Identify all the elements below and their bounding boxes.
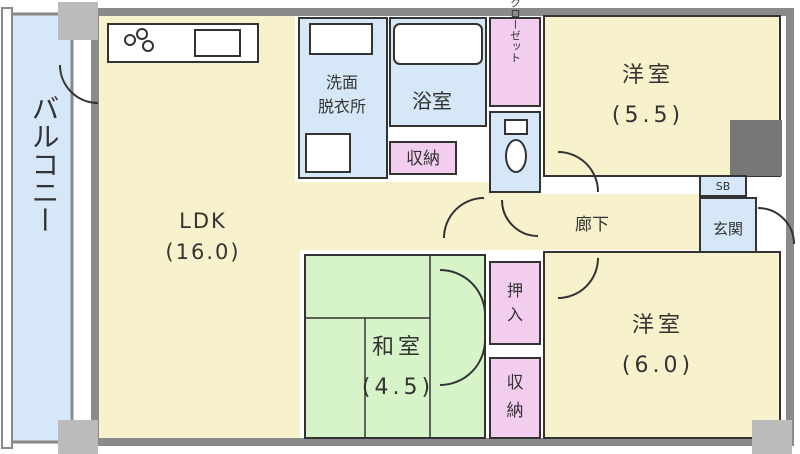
stove-burner-icon: [142, 40, 154, 52]
door-swing-icon: [443, 197, 485, 239]
wash-basin-icon: [309, 23, 373, 55]
oshiire-box: [489, 261, 541, 345]
shoe-box-label: SB: [716, 180, 731, 193]
japanese-floor: [304, 254, 486, 439]
western2-size: (6.0): [622, 353, 694, 378]
oshiire-label-2: 入: [507, 305, 523, 324]
shoe-box: [699, 175, 747, 197]
ldk-name: LDK: [179, 209, 227, 233]
door-swing-icon: [439, 269, 486, 316]
storage1-label: 収納: [406, 149, 440, 169]
washroom-label-1: 洗面: [326, 73, 358, 92]
closet-box: [489, 17, 541, 107]
western2-name: 洋室: [632, 313, 684, 338]
closet-label: クローゼット: [509, 0, 522, 63]
hallway-floor: [490, 194, 700, 250]
balcony-area: [8, 12, 74, 444]
storage2-label-1: 収: [507, 373, 524, 393]
western1-name: 洋室: [622, 63, 674, 88]
washing-machine-icon: [305, 133, 351, 173]
ldk-size: (16.0): [165, 240, 240, 264]
washroom-label-2: 脱衣所: [318, 97, 366, 116]
entrance-floor: [699, 197, 757, 253]
kitchen-sink-icon: [194, 29, 241, 57]
dark-tile-upper: [730, 120, 782, 176]
bathtub-icon: [393, 23, 483, 65]
toilet-tank-icon: [504, 119, 528, 135]
entrance-label: 玄関: [713, 220, 743, 238]
bath-label: 浴室: [412, 89, 452, 113]
balcony-label: バルコニー: [28, 94, 61, 234]
japanese-size: (4.5): [362, 375, 434, 400]
balcony-corner-bottom: [58, 420, 98, 454]
oshiire-label-1: 押: [507, 281, 523, 300]
western1-size: (5.5): [612, 103, 684, 128]
balcony-corner-top: [58, 2, 98, 40]
storage2-label-2: 納: [507, 401, 524, 421]
door-swing-icon: [59, 64, 99, 104]
storage1-box: [389, 141, 457, 175]
door-swing-icon: [439, 339, 486, 386]
door-swing-icon: [757, 207, 795, 245]
japanese-name: 和室: [372, 335, 424, 360]
door-swing-icon: [501, 199, 539, 237]
western2-floor: [543, 251, 781, 439]
hallway-label: 廊下: [575, 215, 609, 235]
storage2-box: [489, 357, 541, 439]
ldk-floor: [99, 16, 540, 438]
door-swing-icon: [557, 257, 599, 299]
stove-burner-icon: [136, 28, 148, 40]
toilet-bowl-icon: [505, 139, 527, 173]
door-swing-icon: [557, 151, 599, 193]
stove-burner-icon: [124, 34, 136, 46]
dark-tile-lower: [752, 420, 792, 454]
balcony-railing: [1, 7, 13, 449]
